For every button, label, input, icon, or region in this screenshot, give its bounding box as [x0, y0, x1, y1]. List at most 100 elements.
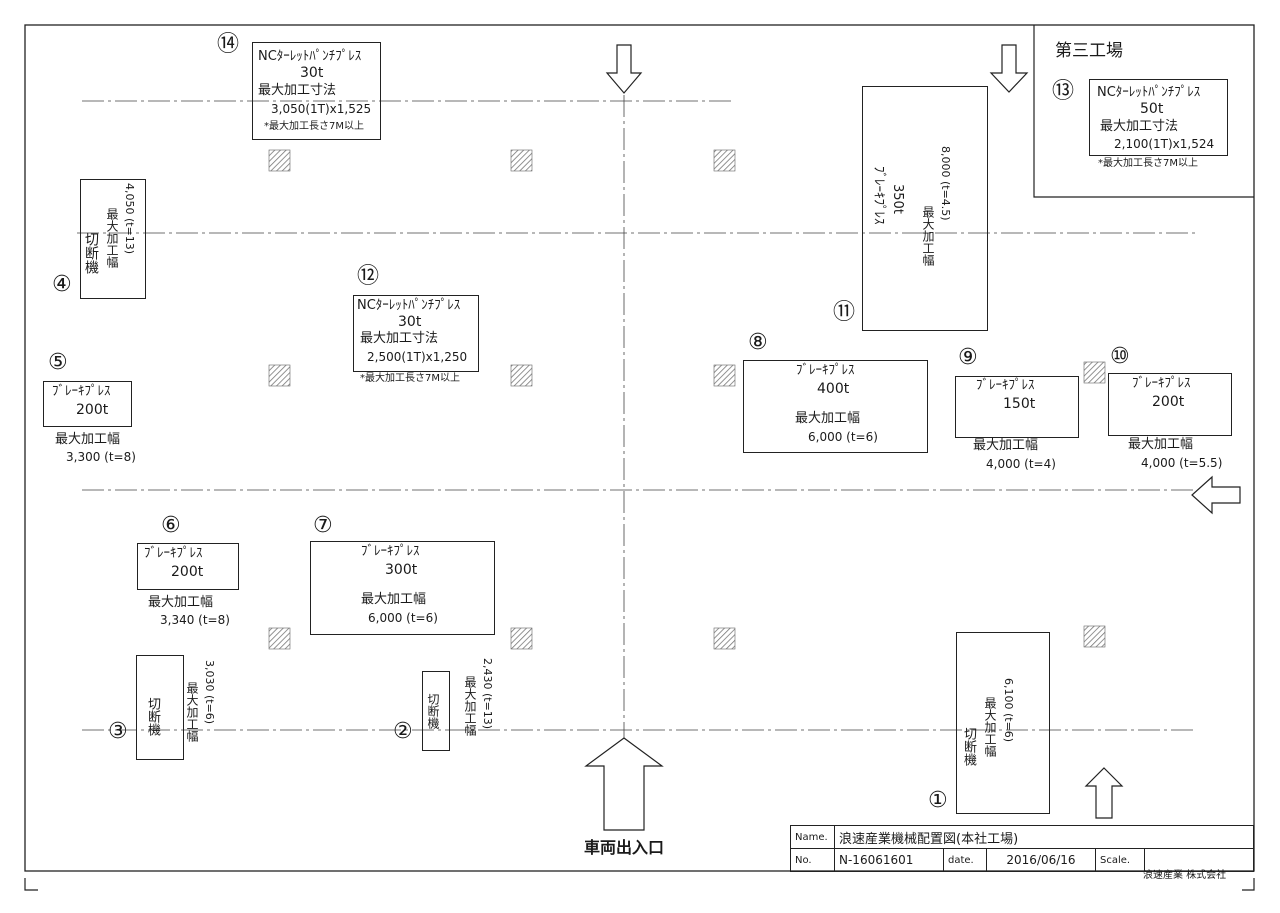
title-block-scale-value	[1144, 848, 1254, 872]
machine-4-spec-label: 最大加工幅	[105, 208, 119, 268]
machine-9-tonnage: 150t	[1003, 396, 1036, 412]
title-block-date-value: 2016/06/16	[986, 848, 1096, 872]
machine-14-box	[252, 42, 381, 140]
machine-10-spec-label: 最大加工幅	[1128, 437, 1194, 452]
machine-8-name: ﾌﾞﾚｰｷﾌﾟﾚｽ	[796, 363, 855, 378]
machine-1-name: 切断機	[961, 727, 976, 766]
flow-arrows	[584, 44, 1241, 831]
machine-12-name: NCﾀｰﾚｯﾄﾊﾟﾝﾁﾌﾟﾚｽ	[357, 298, 461, 313]
title-block-name-value: 浪速産業機械配置図(本社工場)	[834, 825, 1254, 849]
machine-5-spec-label: 最大加工幅	[55, 432, 121, 447]
arrow-up-entrance	[584, 737, 664, 831]
machine-6-number: ⑥	[161, 513, 181, 538]
machine-8-spec: 6,000 (t=6)	[808, 430, 878, 444]
machine-2-box	[422, 671, 450, 751]
machine-14-name: NCﾀｰﾚｯﾄﾊﾟﾝﾁﾌﾟﾚｽ	[258, 49, 362, 64]
machine-14-spec-label: 最大加工寸法	[258, 83, 337, 98]
machine-2-spec-label: 最大加工幅	[463, 676, 477, 736]
machine-8-spec-label: 最大加工幅	[795, 411, 861, 426]
machine-12-spec-label: 最大加工寸法	[360, 331, 439, 346]
arrow-down-top	[605, 44, 643, 94]
machine-10-name: ﾌﾞﾚｰｷﾌﾟﾚｽ	[1132, 376, 1191, 391]
machine-7-spec: 6,000 (t=6)	[368, 611, 438, 625]
machine-12-box	[353, 295, 479, 372]
machine-6-tonnage: 200t	[171, 564, 204, 580]
machine-11-spec: 8,000 (t=4.5)	[939, 146, 952, 221]
title-block-no-value: N-16061601	[834, 848, 944, 872]
machine-6-spec-label: 最大加工幅	[148, 595, 214, 610]
machine-11-number: ⑪	[833, 300, 856, 325]
machine-4-name: 切断機	[83, 232, 99, 274]
company-name: 浪速産業 株式会社	[1143, 870, 1227, 881]
machine-13-spec: 2,100(1T)x1,524	[1114, 137, 1215, 151]
machine-13-name: NCﾀｰﾚｯﾄﾊﾟﾝﾁﾌﾟﾚｽ	[1097, 85, 1201, 100]
machine-5-name: ﾌﾞﾚｰｷﾌﾟﾚｽ	[52, 384, 111, 399]
corner-mark-left	[24, 878, 38, 891]
arrow-up-bottom-right	[1084, 767, 1124, 819]
machine-5-box	[43, 381, 132, 427]
arrow-left-right-side	[1191, 475, 1241, 515]
machine-7-number: ⑦	[313, 513, 333, 538]
machine-10-spec: 4,000 (t=5.5)	[1141, 456, 1223, 470]
machine-9-box	[955, 376, 1079, 438]
machine-9-name: ﾌﾞﾚｰｷﾌﾟﾚｽ	[976, 378, 1035, 393]
machine-12-tonnage: 30t	[398, 314, 422, 330]
machine-12-note: *最大加工長さ7M以上	[360, 373, 460, 384]
vehicle-entrance-label: 車両出入口	[584, 838, 665, 857]
machine-14-note: *最大加工長さ7M以上	[264, 121, 364, 132]
machine-13-spec-label: 最大加工寸法	[1100, 119, 1179, 134]
machine-10-box	[1108, 373, 1232, 436]
structural-columns	[268, 149, 1106, 650]
machine-6-box	[137, 543, 239, 590]
title-block-name-label: Name.	[790, 825, 835, 849]
machine-12-number: ⑫	[357, 264, 380, 289]
machine-3-name: 切断機	[145, 697, 160, 736]
machine-13-box	[1089, 79, 1228, 156]
machine-5-number: ⑤	[48, 350, 68, 375]
machine-6-name: ﾌﾞﾚｰｷﾌﾟﾚｽ	[144, 546, 203, 561]
machine-13-note: *最大加工長さ7M以上	[1098, 158, 1198, 169]
machine-5-spec: 3,300 (t=8)	[66, 450, 136, 464]
title-block-no-label: No.	[790, 848, 835, 872]
arrow-down-factory3	[989, 44, 1029, 93]
grid-lines	[77, 95, 1195, 830]
machine-9-spec: 4,000 (t=4)	[986, 457, 1056, 471]
machine-11-name: ﾌﾞﾚｰｷﾌﾟﾚｽ	[871, 166, 886, 225]
title-block: Name. 浪速産業機械配置図(本社工場) No. N-16061601 dat…	[790, 825, 1254, 872]
title-block-date-label: date.	[943, 848, 987, 872]
machine-14-spec: 3,050(1T)x1,525	[271, 102, 372, 116]
machine-14-number: ⑭	[217, 32, 240, 57]
factory3-title: 第三工場	[1055, 41, 1123, 61]
machine-12-spec: 2,500(1T)x1,250	[367, 350, 468, 364]
machine-9-spec-label: 最大加工幅	[973, 438, 1039, 453]
machine-4-box	[80, 179, 146, 299]
machine-10-number: ⑩	[1110, 344, 1130, 369]
machine-8-number: ⑧	[748, 330, 768, 355]
corner-mark-right	[1242, 878, 1255, 891]
machine-2-number: ②	[393, 719, 413, 744]
machine-6-spec: 3,340 (t=8)	[160, 613, 230, 627]
machine-8-tonnage: 400t	[817, 381, 850, 397]
machine-7-name: ﾌﾞﾚｰｷﾌﾟﾚｽ	[361, 544, 420, 559]
outer-frame	[24, 24, 1255, 872]
machine-5-tonnage: 200t	[76, 402, 109, 418]
machine-2-spec: 2,430 (t=13)	[481, 658, 494, 730]
machine-7-tonnage: 300t	[385, 562, 418, 578]
machine-3-spec-label: 最大加工幅	[185, 682, 199, 742]
machine-4-spec: 4,050 (t=13)	[123, 183, 136, 255]
machine-1-spec-label: 最大加工幅	[983, 697, 997, 757]
title-block-scale-label: Scale.	[1095, 848, 1145, 872]
machine-3-number: ③	[108, 719, 128, 744]
machine-9-number: ⑨	[958, 345, 978, 370]
machine-7-spec-label: 最大加工幅	[361, 592, 427, 607]
machine-3-box	[136, 655, 184, 760]
machine-11-box	[862, 86, 988, 331]
machine-10-tonnage: 200t	[1152, 394, 1185, 410]
machine-1-spec: 6,100 (t=6)	[1002, 678, 1015, 743]
machine-13-tonnage: 50t	[1140, 101, 1164, 117]
factory3-border	[1033, 25, 1254, 198]
machine-1-box	[956, 632, 1050, 814]
machine-14-tonnage: 30t	[300, 65, 324, 81]
